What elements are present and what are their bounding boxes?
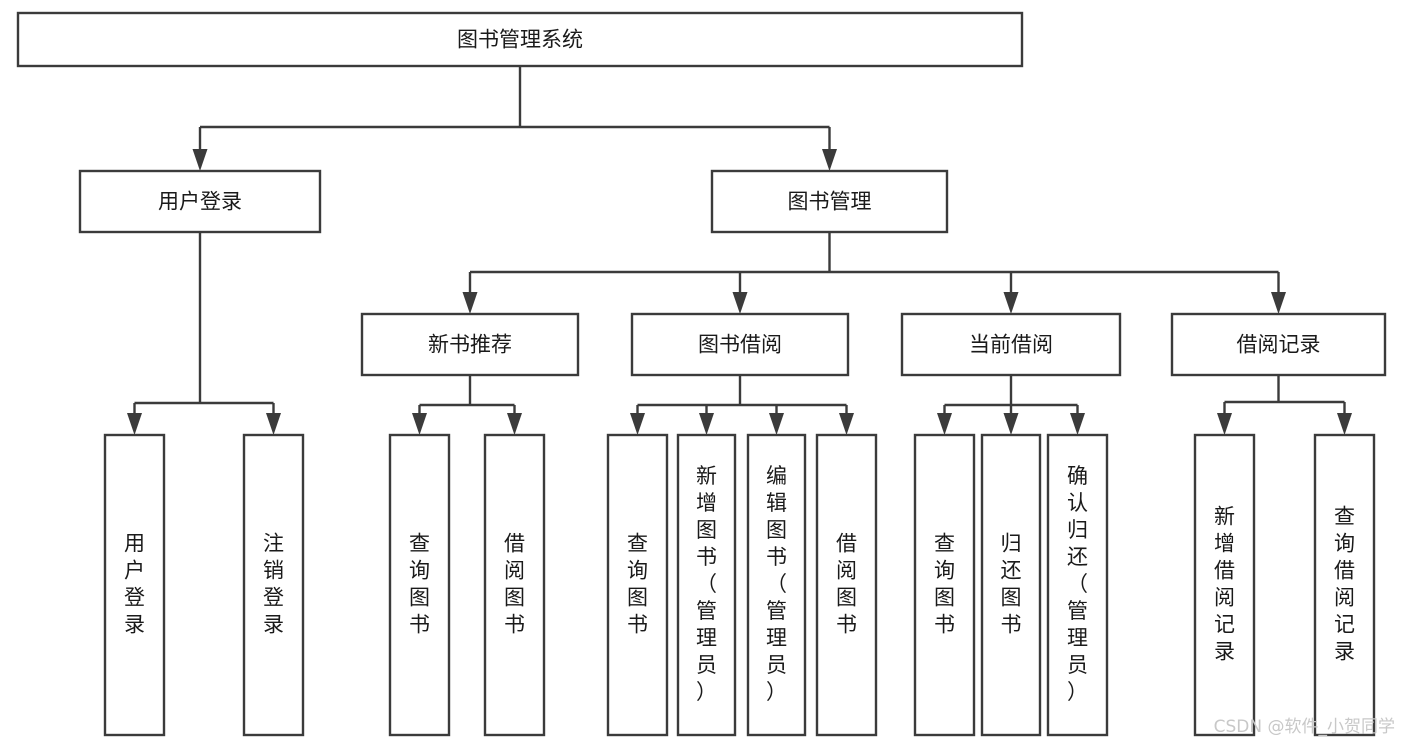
node-label: 查询图书 bbox=[409, 532, 430, 637]
node-label: 用户登录 bbox=[124, 532, 145, 637]
node-layer: 图书管理系统用户登录图书管理新书推荐图书借阅当前借阅借阅记录用户登录注销登录查询… bbox=[16, 11, 1387, 737]
arrowhead-leaf-query-book-2 bbox=[630, 413, 645, 435]
connector-group-root bbox=[192, 66, 837, 171]
node-box bbox=[746, 433, 807, 737]
node-box bbox=[483, 433, 546, 737]
arrowhead-leaf-user-logout bbox=[266, 413, 281, 435]
node-label: 注销登录 bbox=[263, 532, 284, 637]
arrowhead-leaf-borrow-book-1 bbox=[507, 413, 522, 435]
node-label: 新书推荐 bbox=[428, 333, 512, 357]
node-label: 归还图书 bbox=[1001, 532, 1022, 637]
connector-group-book-mgmt bbox=[462, 232, 1286, 314]
arrowhead-leaf-add-record bbox=[1217, 413, 1232, 435]
node-new-book-rec[interactable]: 新书推荐 bbox=[360, 312, 580, 377]
node-box bbox=[900, 312, 1122, 377]
node-borrow-record[interactable]: 借阅记录 bbox=[1170, 312, 1387, 377]
node-book-mgmt[interactable]: 图书管理 bbox=[710, 169, 949, 234]
node-label: 确认归还（管理员） bbox=[1067, 464, 1088, 704]
arrowhead-leaf-query-record bbox=[1337, 413, 1352, 435]
node-label: 图书管理系统 bbox=[457, 28, 583, 52]
node-box bbox=[913, 433, 976, 737]
node-box bbox=[815, 433, 878, 737]
node-book-borrow[interactable]: 图书借阅 bbox=[630, 312, 850, 377]
node-label: 新增图书（管理员） bbox=[696, 464, 717, 704]
node-box bbox=[630, 312, 850, 377]
node-label: 图书借阅 bbox=[698, 333, 782, 357]
node-label: 查询图书 bbox=[934, 532, 955, 637]
node-label: 用户登录 bbox=[158, 190, 242, 214]
arrowhead-current-borrow bbox=[1003, 292, 1019, 314]
arrowhead-leaf-add-book bbox=[699, 413, 714, 435]
connector-group-borrow-record bbox=[1217, 375, 1352, 435]
arrowhead-leaf-user-login bbox=[127, 413, 142, 435]
connector-group-user-login bbox=[127, 232, 281, 435]
arrowhead-leaf-return-book bbox=[1003, 413, 1019, 435]
node-leaf-user-logout[interactable]: 注销登录 bbox=[242, 433, 305, 737]
node-label: 借阅图书 bbox=[504, 532, 525, 637]
node-box bbox=[103, 433, 166, 737]
node-box bbox=[710, 169, 949, 234]
node-box bbox=[606, 433, 669, 737]
arrowhead-leaf-edit-book bbox=[769, 413, 784, 435]
node-box bbox=[1170, 312, 1387, 377]
csdn-watermark: CSDN @软件_小贺同学 bbox=[1214, 717, 1395, 737]
arrowhead-user-login bbox=[192, 149, 208, 171]
node-box bbox=[1046, 433, 1109, 737]
arrowhead-leaf-borrow-book-2 bbox=[839, 413, 854, 435]
node-leaf-query-book-3[interactable]: 查询图书 bbox=[913, 433, 976, 737]
node-label: 当前借阅 bbox=[969, 333, 1053, 357]
node-leaf-return-book[interactable]: 归还图书 bbox=[980, 433, 1042, 737]
node-label: 借阅记录 bbox=[1237, 333, 1321, 357]
node-user-login[interactable]: 用户登录 bbox=[78, 169, 322, 234]
node-box bbox=[242, 433, 305, 737]
arrowhead-leaf-query-book-1 bbox=[412, 413, 427, 435]
node-leaf-borrow-book-2[interactable]: 借阅图书 bbox=[815, 433, 878, 737]
node-label: 查询图书 bbox=[627, 532, 648, 637]
node-label: 借阅图书 bbox=[836, 532, 857, 637]
node-leaf-user-login[interactable]: 用户登录 bbox=[103, 433, 166, 737]
node-box bbox=[1193, 433, 1256, 737]
node-root[interactable]: 图书管理系统 bbox=[16, 11, 1024, 68]
arrowhead-new-book-rec bbox=[462, 292, 478, 314]
connector-layer bbox=[127, 66, 1352, 435]
node-leaf-confirm-return[interactable]: 确认归还（管理员） bbox=[1046, 433, 1109, 737]
node-box bbox=[676, 433, 737, 737]
node-leaf-query-record[interactable]: 查询借阅记录 bbox=[1313, 433, 1376, 737]
arrowhead-book-mgmt bbox=[822, 149, 837, 171]
arrowhead-book-borrow bbox=[732, 292, 748, 314]
node-leaf-borrow-book-1[interactable]: 借阅图书 bbox=[483, 433, 546, 737]
node-leaf-query-book-2[interactable]: 查询图书 bbox=[606, 433, 669, 737]
node-label: 编辑图书（管理员） bbox=[766, 464, 787, 704]
arrowhead-leaf-confirm-return bbox=[1070, 413, 1085, 435]
connector-group-book-borrow bbox=[630, 375, 854, 435]
node-current-borrow[interactable]: 当前借阅 bbox=[900, 312, 1122, 377]
node-leaf-query-book-1[interactable]: 查询图书 bbox=[388, 433, 451, 737]
node-leaf-add-record[interactable]: 新增借阅记录 bbox=[1193, 433, 1256, 737]
node-box bbox=[78, 169, 322, 234]
connector-group-new-book-rec bbox=[412, 375, 522, 435]
node-box bbox=[16, 11, 1024, 68]
node-label: 新增借阅记录 bbox=[1214, 505, 1235, 664]
arrowhead-leaf-query-book-3 bbox=[937, 413, 952, 435]
node-leaf-edit-book[interactable]: 编辑图书（管理员） bbox=[746, 433, 807, 737]
node-label: 图书管理 bbox=[788, 190, 872, 214]
node-box bbox=[980, 433, 1042, 737]
connector-group-current-borrow bbox=[937, 375, 1085, 435]
node-box bbox=[360, 312, 580, 377]
arrowhead-borrow-record bbox=[1271, 292, 1286, 314]
node-box bbox=[388, 433, 451, 737]
node-leaf-add-book[interactable]: 新增图书（管理员） bbox=[676, 433, 737, 737]
node-label: 查询借阅记录 bbox=[1334, 505, 1355, 664]
node-box bbox=[1313, 433, 1376, 737]
